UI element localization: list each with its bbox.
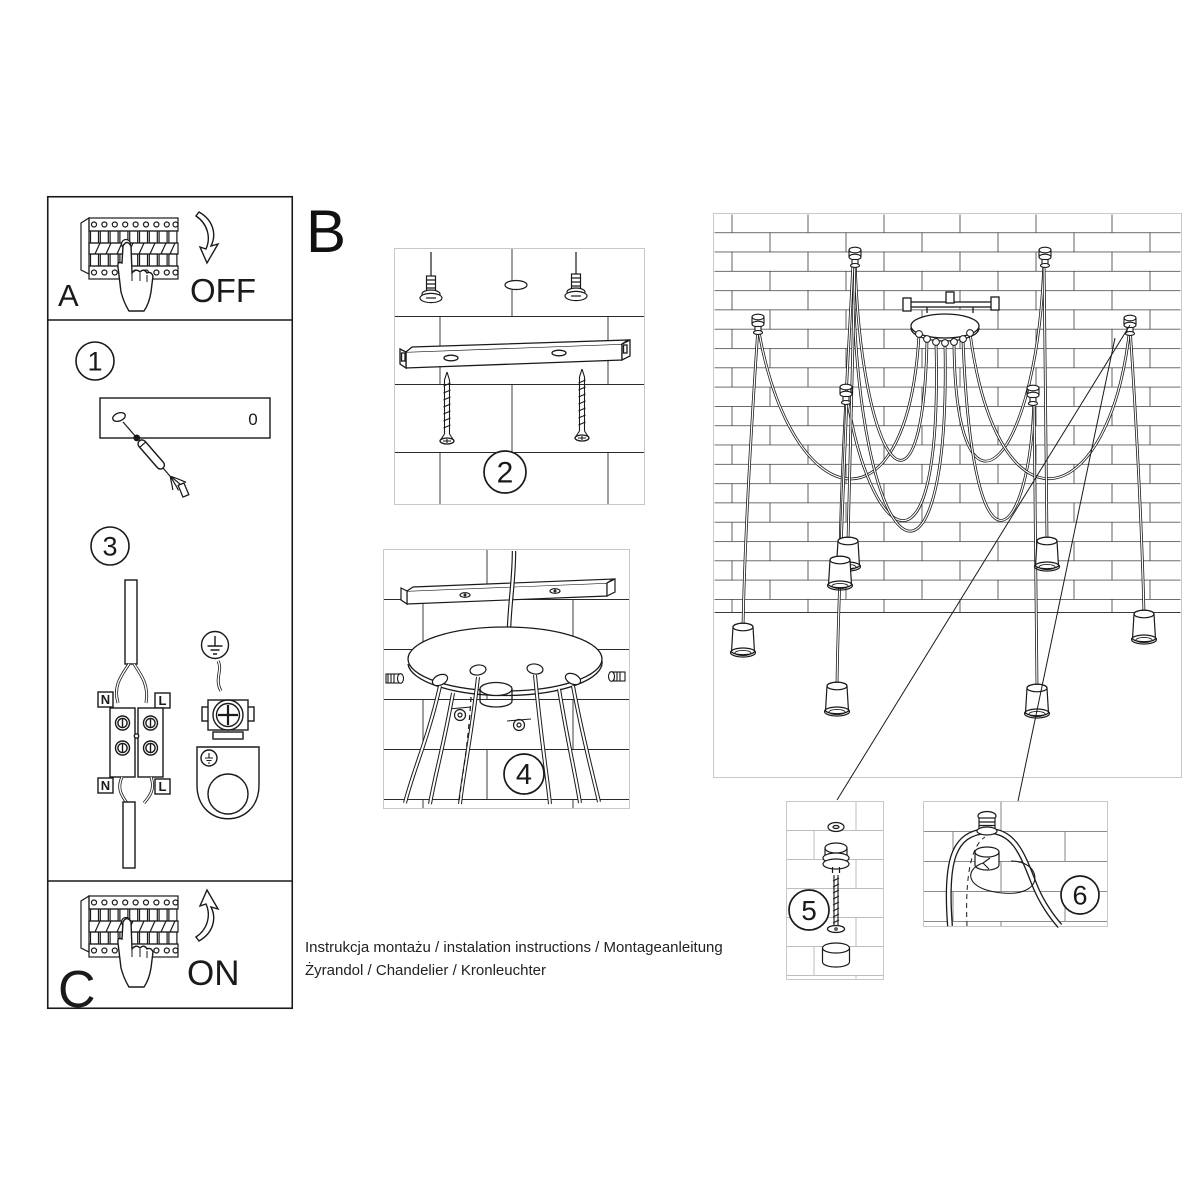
step-2-panel: 2	[394, 248, 645, 505]
terminal-label-box	[97, 691, 114, 708]
wall-hook-icon	[976, 810, 998, 836]
step-4-badge	[503, 753, 545, 795]
canopy-glands	[915, 329, 974, 347]
wall-anchor-icon	[827, 821, 845, 833]
leader-line-step5	[836, 324, 1131, 801]
mounting-lug-icon	[196, 746, 260, 820]
terminal-label-box	[154, 778, 171, 795]
wall-anchor-icon	[419, 252, 443, 304]
cable-over-hook	[945, 827, 1063, 929]
section-b-label: B	[306, 198, 347, 265]
wall-anchor-icon	[564, 252, 588, 302]
footer: Instrukcja montażu / instalation instruc…	[305, 936, 723, 982]
junction-bar	[99, 397, 271, 439]
voltage-tester-icon	[122, 421, 190, 498]
step-3-badge	[90, 526, 130, 566]
pendant-socket-icon	[729, 622, 757, 658]
on-label: ON	[187, 954, 240, 993]
cap-cylinder-icon	[821, 942, 851, 968]
step-6-panel: 6	[923, 801, 1108, 929]
pointing-hand-icon	[117, 917, 154, 988]
wall-hook-icon	[848, 246, 862, 269]
brick-wall-pattern	[714, 214, 1181, 613]
hook-head-icon	[822, 842, 850, 873]
footer-line-1: Instrukcja montażu / instalation instruc…	[305, 939, 723, 956]
off-label: OFF	[190, 272, 256, 309]
step-4-number: 4	[516, 759, 532, 791]
step-6-badge	[1060, 875, 1100, 915]
step-1-number: 1	[87, 347, 102, 377]
arrow-up-icon	[195, 889, 219, 942]
fixture-cable	[122, 801, 136, 869]
terminal-label-box	[97, 777, 114, 794]
step-5-panel: 5	[786, 801, 884, 980]
pendant-cables	[403, 674, 601, 805]
chandelier-illustration	[713, 213, 1182, 802]
footer-line-2: Żyrandol / Chandelier / Kronleuchter	[305, 962, 546, 979]
screw-icon	[826, 875, 846, 934]
split-wires	[114, 663, 149, 704]
leader-line-step6	[1017, 337, 1116, 802]
rotation-arrow-icon	[970, 857, 1036, 894]
step-2-badge	[483, 450, 527, 494]
arrow-down-icon	[195, 211, 219, 264]
terminal-l-bottom: L	[159, 779, 167, 794]
pendant-socket-icon	[826, 555, 854, 591]
ground-terminal-icon	[201, 699, 255, 740]
terminal-block-icon	[109, 707, 164, 778]
terminal-n-bottom: N	[101, 778, 110, 793]
pendant-socket-icon	[1130, 609, 1158, 645]
step-1-badge	[75, 341, 115, 381]
pointing-hand-icon	[117, 241, 154, 312]
ceiling-hole	[504, 279, 528, 291]
pendant-socket-icon	[1033, 536, 1061, 572]
mounting-bracket-icon	[902, 291, 1000, 313]
step-1-illustration: 1 0	[75, 341, 271, 498]
step-6-number: 6	[1072, 881, 1087, 911]
left-column-frame	[46, 195, 294, 1010]
cap-cylinder-icon	[974, 846, 1000, 871]
terminal-l-top: L	[159, 693, 167, 708]
ground-symbol-icon	[200, 630, 230, 660]
step-5-number: 5	[801, 895, 817, 926]
wire-hole	[112, 411, 126, 423]
power-on-illustration: ON C	[58, 889, 240, 1019]
screw-icon	[439, 371, 455, 445]
step-5-badge	[788, 889, 830, 931]
step-3-number: 3	[102, 532, 117, 562]
step-2-number: 2	[497, 457, 514, 490]
wall-hook-icon	[1038, 246, 1052, 269]
pendant-socket-icon	[823, 681, 851, 717]
screw-icon	[574, 368, 590, 442]
wall-hook-icon	[751, 313, 765, 336]
wall-hook-icon	[1026, 384, 1040, 407]
power-off-illustration: OFF A	[58, 211, 256, 313]
supply-cable	[124, 579, 138, 665]
section-a-label: A	[58, 278, 79, 313]
output-wires	[118, 776, 155, 804]
step-3-illustration: 3 N L N L	[90, 526, 260, 869]
canopy-icon	[385, 626, 626, 732]
tester-reading: 0	[248, 410, 257, 429]
ground-wire	[216, 660, 223, 692]
pendant-socket-icon	[1023, 683, 1051, 719]
feed-cable	[506, 550, 517, 630]
terminal-n-top: N	[101, 692, 110, 707]
wall-hook-icon	[839, 383, 853, 406]
mounting-bracket-icon	[399, 338, 631, 370]
step-4-panel: 4	[383, 549, 630, 809]
section-c-label: C	[58, 961, 96, 1019]
left-column: OFF A 1 0 3	[46, 195, 294, 1019]
